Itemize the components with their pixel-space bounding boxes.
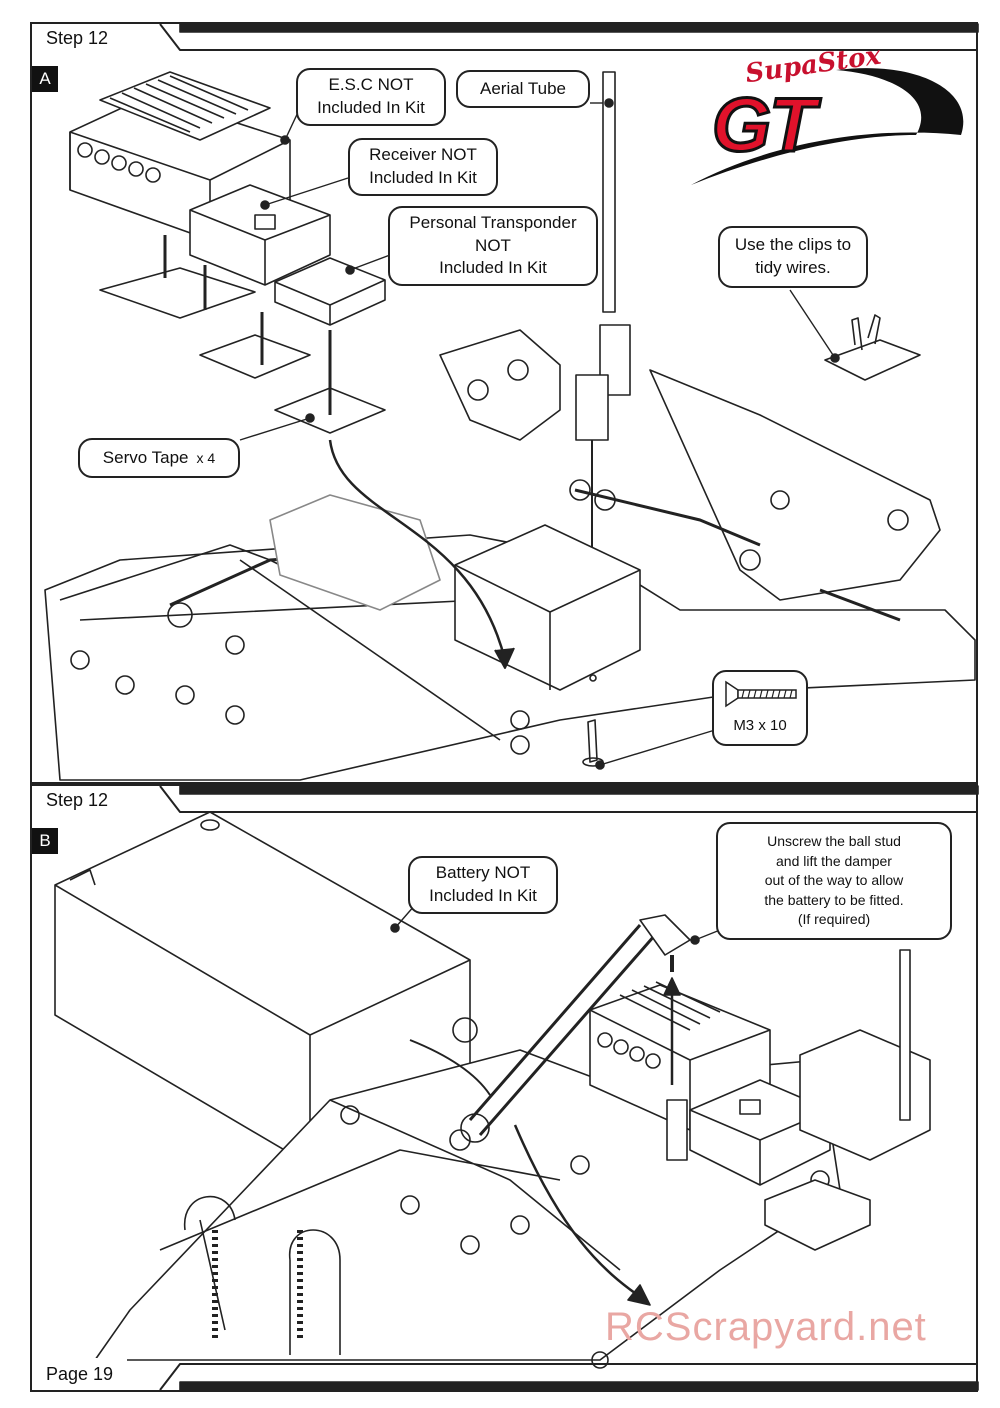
callout-screw-text: M3 x 10 <box>733 716 787 734</box>
callout-screw: M3 x 10 <box>712 670 808 746</box>
panel-letter-a: A <box>32 66 58 92</box>
callout-damper-line3: out of the way to allow <box>764 872 904 889</box>
callout-clips-line1: Use the clips to <box>734 235 852 255</box>
step-label-a: Step 12 <box>32 24 123 52</box>
panel-letter-b: B <box>32 828 58 854</box>
callout-receiver-line2: Included In Kit <box>369 168 477 187</box>
callout-receiver: Receiver NOT Included In Kit <box>348 138 498 196</box>
callout-transponder: Personal Transponder NOT Included In Kit <box>388 206 598 286</box>
callout-aerial-tube-text: Aerial Tube <box>480 78 566 98</box>
screw-icon <box>725 680 797 708</box>
supastox-gt-logo <box>691 68 964 185</box>
callout-transponder-line1: Personal Transponder <box>409 212 577 232</box>
callout-battery: Battery NOT Included In Kit <box>408 856 558 914</box>
callout-damper-line5: (If required) <box>797 911 871 928</box>
callout-battery-line2: Included In Kit <box>429 886 537 905</box>
callout-clips-line2: tidy wires. <box>755 258 831 277</box>
callout-esc: E.S.C NOT Included In Kit <box>296 68 446 126</box>
callout-servo-tape: Servo Tape x 4 <box>78 438 240 478</box>
callout-damper-line2: and lift the damper <box>776 852 892 869</box>
watermark: RCScrapyard.net <box>605 1305 927 1349</box>
callout-damper-line4: the battery to be fitted. <box>764 891 904 908</box>
callout-clips: Use the clips to tidy wires. <box>718 226 868 288</box>
callout-transponder-line2: NOT <box>475 235 511 255</box>
callout-battery-line1: Battery NOT <box>435 863 531 883</box>
callout-damper: Unscrew the ball stud and lift the dampe… <box>716 822 952 940</box>
callout-aerial-tube: Aerial Tube <box>456 70 590 108</box>
receiver-part <box>189 184 331 286</box>
callout-esc-line1: E.S.C NOT <box>328 75 414 95</box>
callout-esc-line2: Included In Kit <box>317 98 425 117</box>
callout-transponder-line3: Included In Kit <box>439 258 547 278</box>
callout-receiver-line1: Receiver NOT <box>369 145 477 165</box>
step-label-b: Step 12 <box>32 786 123 814</box>
callout-servo-tape-text: Servo Tape <box>102 447 189 467</box>
callout-servo-tape-qty: x 4 <box>196 449 216 466</box>
callout-damper-line1: Unscrew the ball stud <box>767 833 901 850</box>
logo-model-text: GT <box>711 82 818 170</box>
page-number: Page 19 <box>30 1358 128 1390</box>
